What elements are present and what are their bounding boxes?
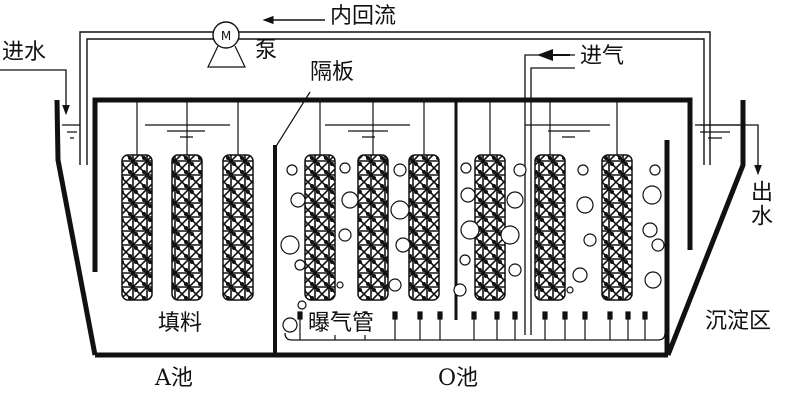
air-bubble	[460, 162, 472, 174]
air-inlet-label: 进气	[580, 44, 625, 69]
baffle-label: 隔板	[310, 60, 355, 85]
air-bubble	[341, 191, 359, 209]
diffuser-nozzle	[512, 311, 518, 340]
air-bubble	[286, 164, 298, 176]
tank-left-wall	[54, 99, 98, 356]
packing-column	[357, 154, 389, 301]
diffuser-nozzle	[562, 311, 568, 340]
air-bubble	[290, 192, 306, 208]
packing-column	[222, 154, 254, 301]
air-bubble	[508, 263, 522, 277]
packing-column	[474, 154, 506, 301]
diffuser-nozzle	[625, 311, 631, 340]
air-bubble	[649, 164, 661, 176]
pump-label: 泵	[255, 38, 278, 63]
water-levels	[62, 124, 740, 139]
air-bubble	[388, 278, 402, 292]
tank-right-slope	[665, 100, 746, 356]
air-bubble	[513, 163, 527, 177]
inlet-pipe	[0, 69, 70, 116]
air-bubble	[294, 259, 306, 271]
air-bubble	[644, 271, 662, 289]
air-bubble	[339, 162, 351, 174]
air-bubble	[282, 317, 298, 333]
aeration-pipe-label: 曝气管	[308, 311, 375, 336]
diffuser-nozzle	[471, 311, 477, 340]
pump-symbol: M	[221, 29, 231, 43]
air-bubble	[459, 254, 471, 266]
pump-base	[207, 45, 246, 68]
air-bubble	[566, 286, 574, 294]
diffuser-nozzle	[494, 311, 500, 340]
air-pipe-inner	[530, 67, 575, 335]
internal-reflux-label: 内回流	[330, 4, 397, 29]
air-bubble	[642, 185, 662, 205]
air-bubble	[395, 237, 411, 253]
air-bubble	[651, 238, 665, 252]
packing-column	[121, 154, 153, 301]
air-bubble	[577, 164, 589, 176]
air-bubble	[297, 300, 307, 310]
packing-column	[171, 154, 203, 301]
air-bubble	[576, 196, 594, 214]
diffuser-nozzle	[297, 311, 303, 340]
packing-column	[408, 154, 440, 301]
reflux-pipe-outer	[79, 31, 711, 165]
air-bubble	[280, 235, 300, 255]
diffuser-nozzle	[582, 311, 588, 340]
packing-column	[601, 154, 633, 301]
sedimentation-zone-label: 沉淀区	[705, 309, 772, 334]
top-frame	[92, 97, 693, 272]
air-bubble	[336, 281, 344, 289]
air-bubble	[460, 220, 480, 240]
packing-label: 填料	[158, 311, 203, 336]
diffuser-nozzle	[642, 311, 648, 340]
aeration-header	[284, 332, 666, 341]
a-tank-label: A池	[155, 366, 193, 391]
outlet-water-label: 出水	[747, 180, 772, 228]
air-bubble	[460, 187, 476, 203]
packing-column	[534, 154, 566, 301]
baffle-leader	[274, 91, 311, 149]
air-bubble	[500, 225, 520, 245]
air-bubble	[572, 267, 588, 283]
inlet-water-label: 进水	[2, 40, 47, 65]
packing-column	[304, 154, 336, 301]
o-tank-label: O池	[438, 366, 479, 391]
air-bubble	[393, 163, 407, 177]
diffuser-nozzle	[607, 311, 613, 340]
air-bubble	[390, 200, 410, 220]
diffuser-nozzle	[392, 311, 398, 340]
air-bubble	[453, 283, 467, 297]
pump-icon	[212, 21, 240, 49]
reflux-pipe-inner	[86, 38, 705, 165]
diffuser-nozzle	[417, 311, 423, 340]
diffuser-nozzle	[542, 311, 548, 340]
air-bubble	[506, 191, 524, 209]
air-bubble	[642, 222, 658, 238]
air-bubble	[583, 233, 597, 247]
air-bubble	[338, 228, 352, 242]
diffuser-nozzle	[437, 311, 443, 340]
